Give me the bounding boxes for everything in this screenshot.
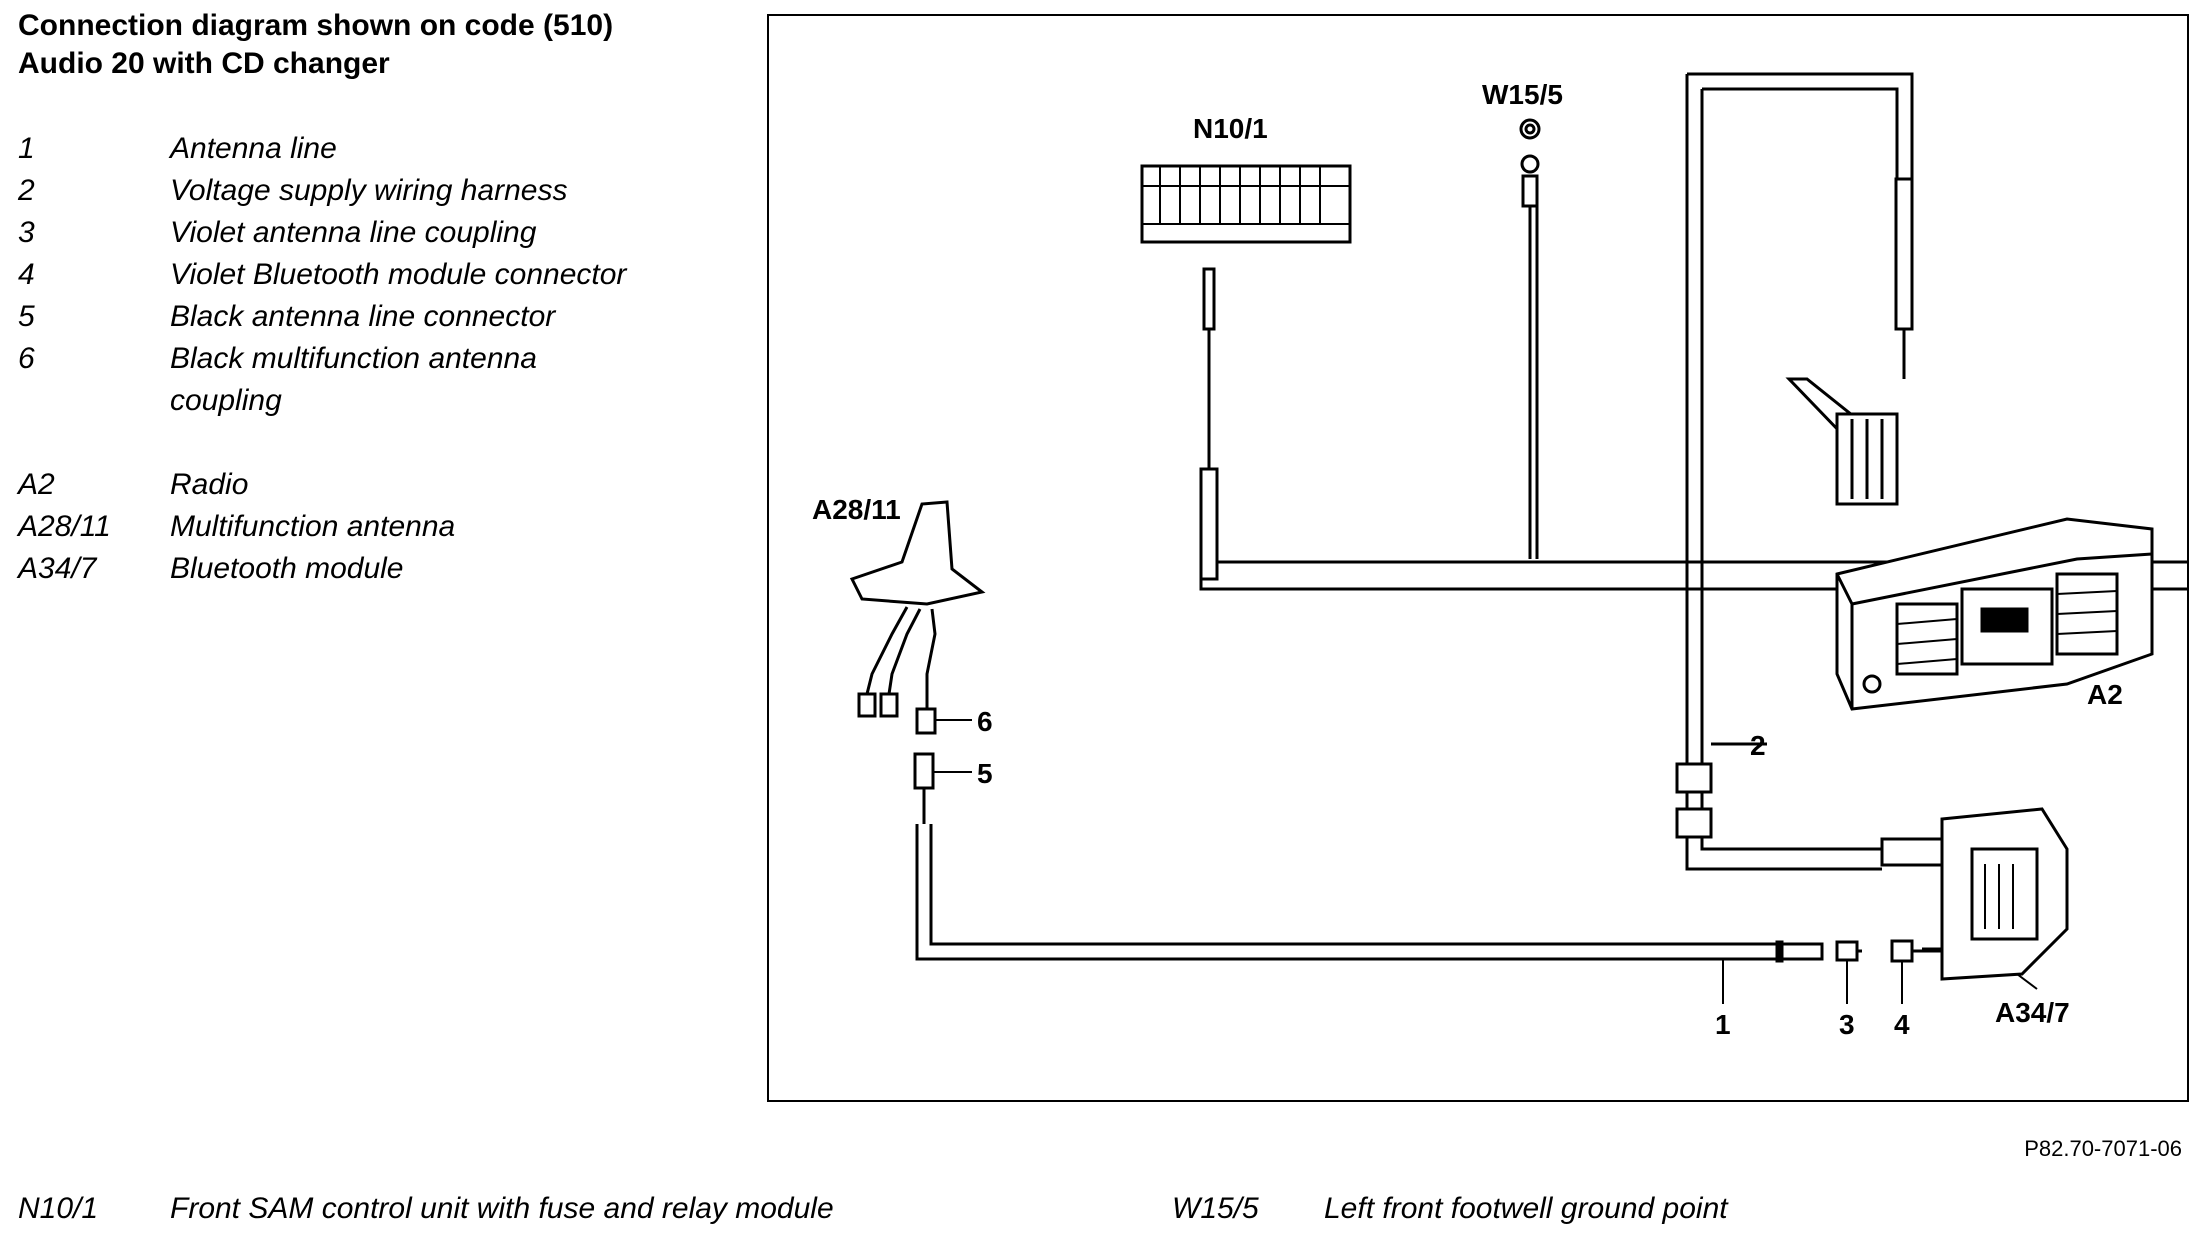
callout-1: 1 (1715, 1009, 1731, 1040)
label-n10-1: N10/1 (1193, 113, 1268, 144)
legend-code: A28/11 (18, 510, 111, 543)
footer-legend-item: W15/5 Left front footwell ground point (1172, 1192, 1728, 1226)
legend-description: Black multifunction antenna coupling (170, 342, 537, 417)
legend-code: 4 (18, 258, 35, 291)
legend-code: 1 (18, 132, 35, 165)
callout-2: 2 (1750, 730, 1766, 761)
diagram-title-line2: Audio 20 with CD changer (18, 47, 390, 80)
legend-description: Bluetooth module (170, 552, 404, 585)
label-a2: A2 (2087, 679, 2123, 710)
label-a34-7: A34/7 (1995, 997, 2070, 1028)
n10-1-fuse-module (1140, 164, 1352, 244)
legend-description: Black antenna line connector (170, 300, 556, 333)
radio-plug (1785, 377, 1899, 506)
legend-code: A34/7 (18, 552, 97, 585)
legend-code: 6 (18, 342, 35, 375)
a34-7-bluetooth-module (1880, 807, 2069, 981)
legend-code: A2 (18, 468, 55, 501)
antenna-line (913, 752, 1942, 963)
legend-description: Antenna line (170, 132, 337, 165)
legend-description: Violet antenna line coupling (170, 216, 537, 249)
footer-description: Left front footwell ground point (1324, 1192, 1728, 1225)
footer-code: N10/1 (18, 1192, 99, 1225)
label-a28-11: A28/11 (812, 494, 901, 525)
callout-5: 5 (977, 758, 993, 789)
footer-code: W15/5 (1172, 1192, 1259, 1225)
a2-radio-unit (1835, 517, 2154, 711)
diagram-title-line1: Connection diagram shown on code (510) (18, 9, 614, 42)
diagram-frame (767, 14, 2189, 1102)
label-w15-5: W15/5 (1482, 79, 1563, 110)
legend-description: Violet Bluetooth module connector (170, 258, 627, 291)
callout-4: 4 (1894, 1009, 1910, 1040)
legend-description: Radio (170, 468, 249, 501)
wiring-diagram: N10/1 W15/5 A28/11 A2 A34/7 1 2 3 4 5 6 (812, 72, 2189, 1040)
n10-1-wire (1199, 267, 1219, 581)
legend-code: 2 (18, 174, 35, 207)
w15-5-ground-point (1519, 118, 1541, 559)
legend-description: Voltage supply wiring harness (170, 174, 568, 207)
footer-legend-item: N10/1 Front SAM control unit with fuse an… (18, 1192, 834, 1226)
legend-code: 3 (18, 216, 35, 249)
legend-code: 5 (18, 300, 35, 333)
callout-3: 3 (1839, 1009, 1855, 1040)
legend-description: Multifunction antenna (170, 510, 456, 543)
figure-reference: P82.70-7071-06 (2024, 1136, 2182, 1161)
callout-6: 6 (977, 706, 993, 737)
footer-description: Front SAM control unit with fuse and rel… (170, 1192, 834, 1225)
a28-11-multifunction-antenna (849, 500, 986, 735)
callout-leaders (933, 719, 2038, 1004)
